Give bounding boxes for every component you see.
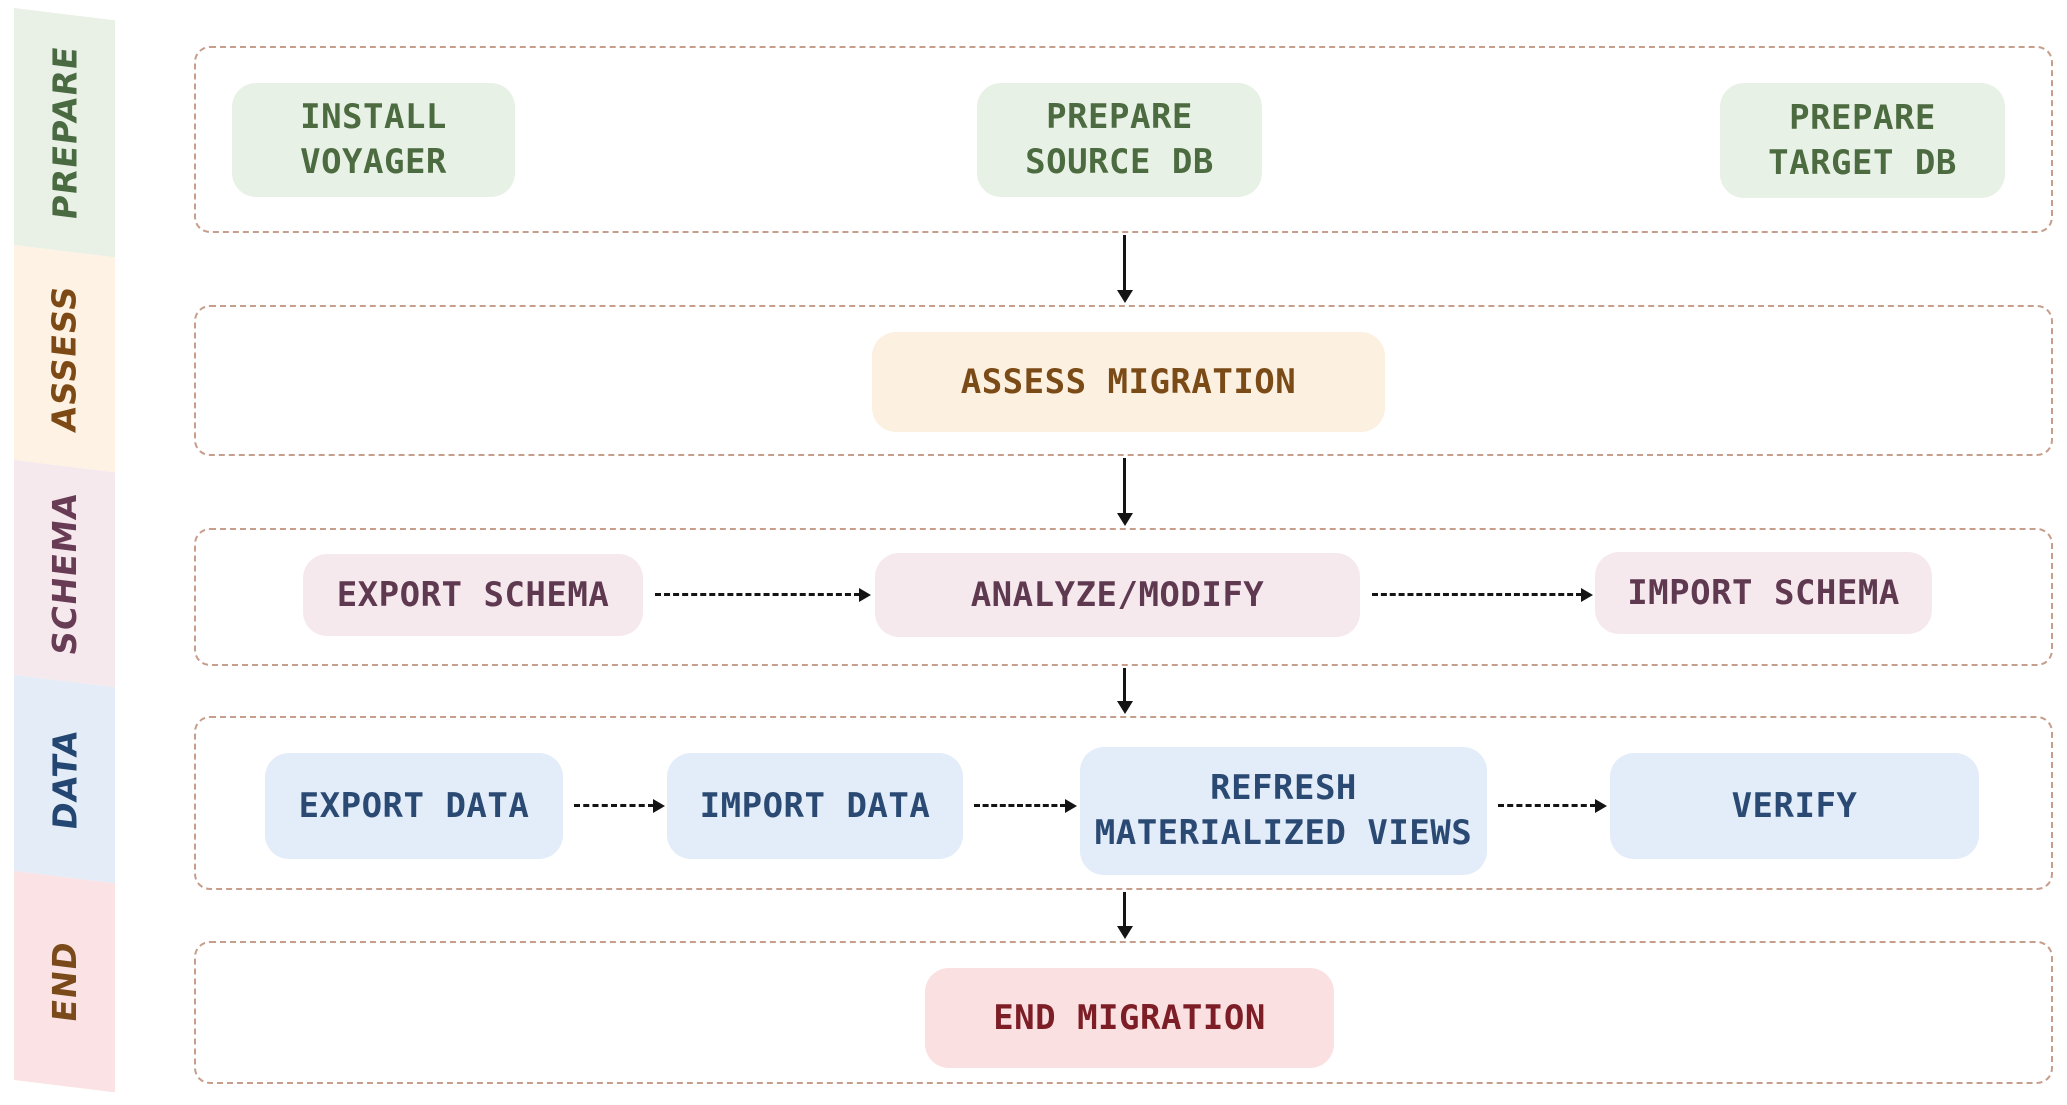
arrowhead-right-icon — [653, 799, 665, 813]
node-import-data: IMPORT DATA — [667, 753, 963, 859]
arrowhead-right-icon — [1595, 799, 1607, 813]
arrowhead-down-icon — [1116, 701, 1133, 714]
arrow-data-to-end — [1116, 892, 1133, 939]
phase-band-prepare: PREPARE — [14, 8, 115, 258]
node-assess-migration: ASSESS MIGRATION — [872, 332, 1385, 432]
phase-band-data: DATA — [14, 675, 115, 884]
arrow-assess-to-schema — [1116, 458, 1133, 526]
arrow-export-data-to-import-data — [574, 799, 665, 813]
phase-band-label-data: DATA — [44, 726, 84, 832]
phase-band-label-prepare: PREPARE — [45, 43, 85, 222]
node-label: ASSESS MIGRATION — [960, 361, 1297, 402]
node-analyze-modify: ANALYZE/MODIFY — [875, 553, 1360, 637]
node-label: IMPORT DATA — [699, 785, 931, 826]
node-prepare-target-db: PREPARE TARGET DB — [1720, 83, 2005, 198]
node-export-schema: EXPORT SCHEMA — [303, 554, 643, 636]
node-label: EXPORT SCHEMA — [336, 574, 610, 615]
arrowhead-down-icon — [1116, 926, 1133, 939]
arrow-export-schema-to-analyze-modify — [655, 588, 871, 602]
node-import-schema: IMPORT SCHEMA — [1595, 552, 1932, 634]
node-label: SOURCE DB — [1025, 142, 1214, 182]
node-label: TARGET DB — [1768, 142, 1957, 183]
node-label: REFRESH — [1210, 768, 1357, 809]
phase-band-end: END — [14, 871, 115, 1093]
node-label: IMPORT SCHEMA — [1627, 572, 1900, 613]
phase-band-label-assess: ASSESS — [45, 283, 84, 435]
arrow-analyze-modify-to-import-schema — [1372, 588, 1593, 602]
node-label: ANALYZE/MODIFY — [970, 574, 1265, 615]
arrow-prepare-to-assess — [1116, 235, 1133, 303]
arrowhead-right-icon — [859, 588, 871, 602]
node-install-voyager: INSTALL VOYAGER — [232, 83, 515, 197]
node-end-migration: END MIGRATION — [925, 968, 1334, 1068]
arrowhead-right-icon — [1581, 588, 1593, 602]
node-label: PREPARE — [1789, 97, 1936, 138]
phase-band-schema: SCHEMA — [14, 460, 115, 688]
phase-band-label-end: END — [45, 939, 84, 1025]
arrow-schema-to-data — [1116, 668, 1133, 714]
node-label: END MIGRATION — [993, 997, 1266, 1038]
arrow-refresh-to-verify — [1498, 799, 1607, 813]
arrow-import-data-to-refresh — [974, 799, 1077, 813]
node-label: VOYAGER — [300, 142, 447, 182]
phase-band-label-schema: SCHEMA — [45, 490, 84, 658]
arrowhead-down-icon — [1116, 513, 1133, 526]
node-label: MATERIALIZED VIEWS — [1094, 813, 1473, 853]
phase-band-assess: ASSESS — [14, 245, 115, 473]
node-prepare-source-db: PREPARE SOURCE DB — [977, 83, 1262, 197]
node-label: VERIFY — [1731, 785, 1858, 826]
arrowhead-right-icon — [1065, 799, 1077, 813]
node-label: INSTALL — [300, 97, 447, 138]
arrowhead-down-icon — [1116, 290, 1133, 303]
phase-band-strip: PREPARE ASSESS SCHEMA DATA END — [14, 8, 115, 1093]
node-label: EXPORT DATA — [298, 785, 530, 826]
node-refresh-materialized-views: REFRESH MATERIALIZED VIEWS — [1080, 747, 1487, 875]
node-export-data: EXPORT DATA — [265, 753, 563, 859]
node-verify: VERIFY — [1610, 753, 1979, 859]
node-label: PREPARE — [1046, 97, 1193, 138]
